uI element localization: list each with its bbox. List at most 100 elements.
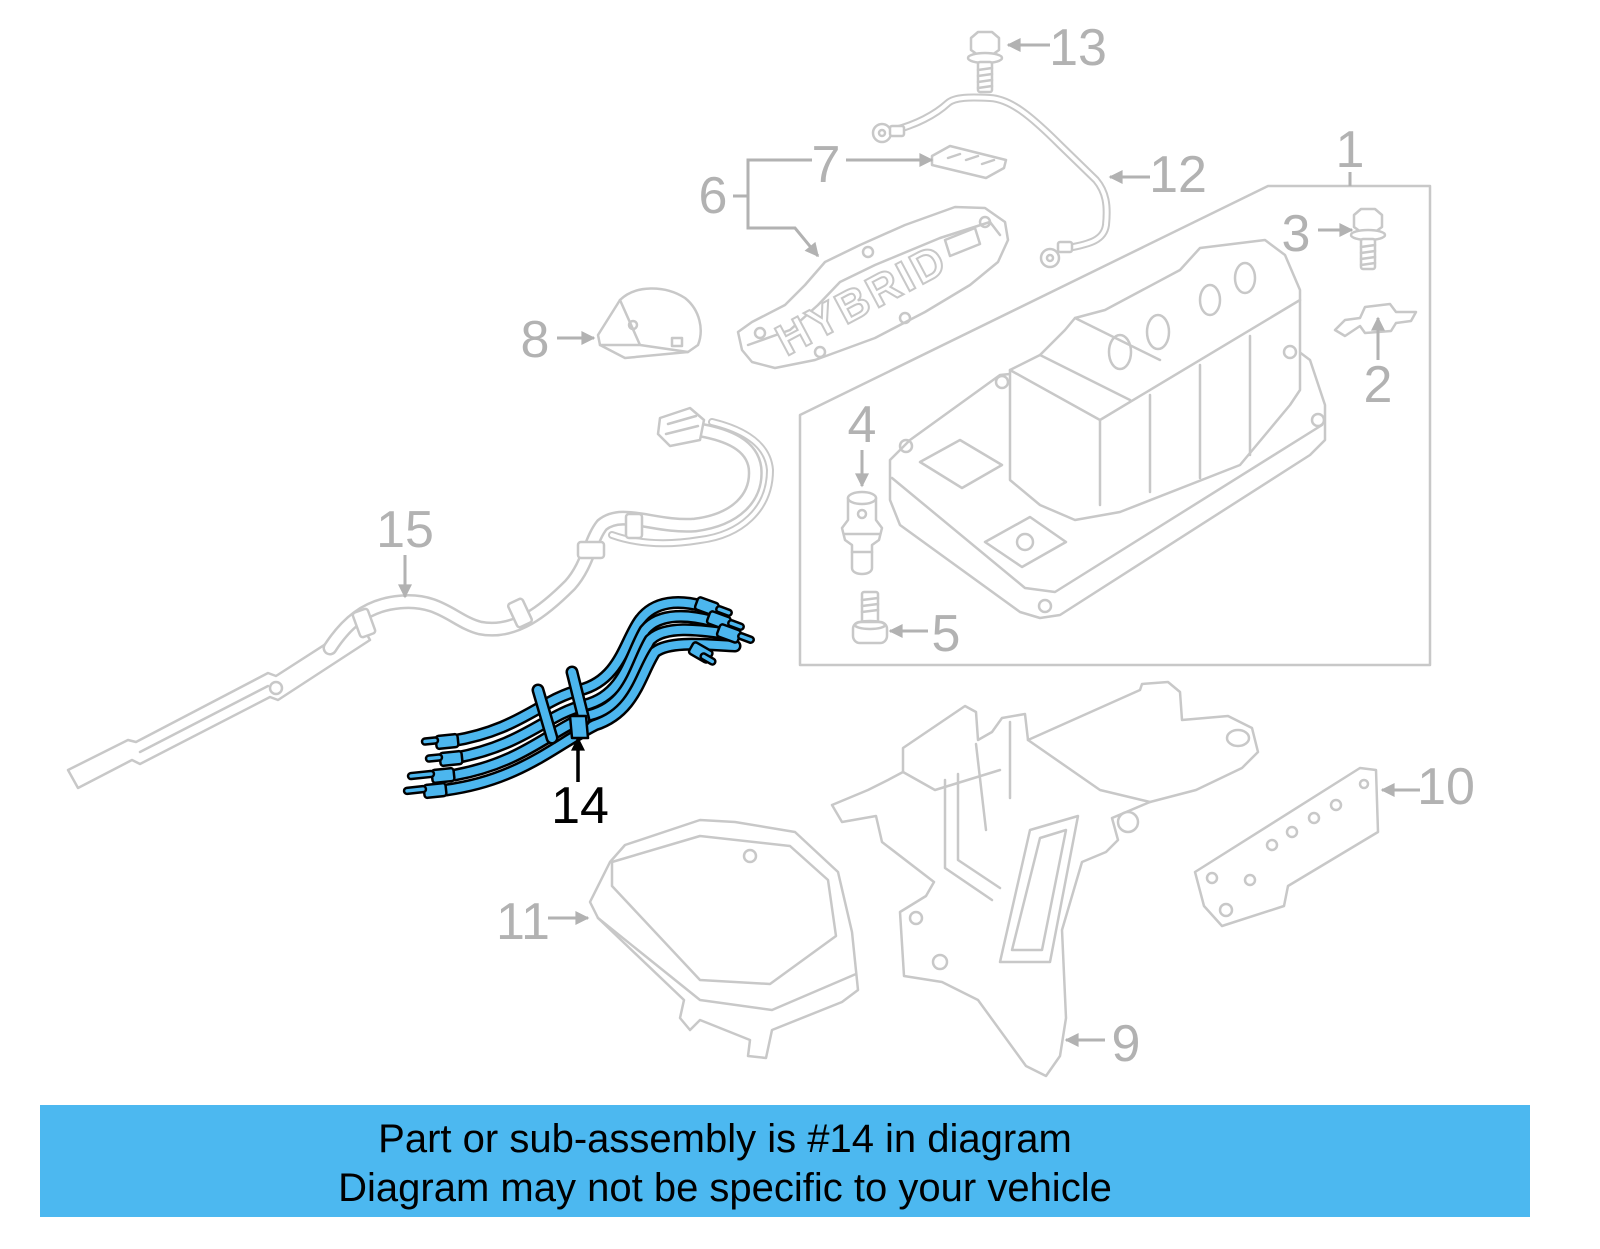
part-1-mount-hole-e (1037, 598, 1053, 614)
part-8-cap (596, 287, 702, 360)
part-1-upper-housing (1008, 238, 1302, 522)
callout-5: 5 (932, 605, 961, 663)
part-9-bracket-outline (830, 680, 1260, 1078)
part-13-bolt-threads (976, 66, 994, 90)
callout-15: 15 (376, 501, 434, 559)
callout-8: 8 (521, 311, 550, 369)
part-7-plate-details (946, 152, 996, 166)
banner-line-part-number: Part or sub-assembly is #14 in diagram (378, 1117, 1072, 1161)
callout-3: 3 (1282, 205, 1311, 263)
part-14-left-pin-b (424, 753, 444, 763)
part-14-cable-c (451, 625, 726, 779)
part-9-channel (943, 772, 1002, 902)
part-13-bolt-head (969, 30, 1001, 57)
part-14-cable-b (451, 612, 716, 762)
part-4-bushing-ring (843, 532, 881, 554)
callout-12: 12 (1149, 146, 1207, 204)
part-9-hole-c (931, 953, 949, 971)
banner-text: Part or sub-assembly is #14 in diagram D… (40, 1115, 1410, 1213)
part-8-cap-hole (627, 319, 639, 331)
part-15-cable-inner-b (610, 420, 772, 546)
part-5-bolt-shank (860, 590, 880, 626)
callout-1: 1 (1336, 121, 1365, 179)
part-14-highlighted-harness (402, 596, 755, 800)
part-10-hole-a (1358, 778, 1370, 790)
part-14-left-pin-c (406, 769, 436, 781)
part-15-clamp-b (506, 597, 534, 629)
part-12-cable-inner (893, 95, 1109, 250)
callout-14-highlighted: 14 (551, 777, 609, 835)
callout-10: 10 (1417, 758, 1475, 816)
callout-9: 9 (1112, 1015, 1141, 1073)
part-9-ribs (901, 720, 1152, 832)
part-1-housing-ribs (1008, 298, 1302, 507)
info-banner: Part or sub-assembly is #14 in diagram D… (40, 1105, 1530, 1217)
part-8-cap-edges (598, 298, 690, 354)
part-11-cover-hole (742, 848, 758, 864)
part-10-hole-h (1218, 902, 1234, 918)
part-1-mount-hole-a (898, 438, 914, 454)
part-5-bolt-head-top (853, 619, 887, 631)
part-15-connector-detail (664, 414, 700, 436)
part-14-right-pin-c (737, 632, 755, 644)
part-11-cover-top (610, 834, 838, 986)
part-1-base-rim (890, 423, 1324, 594)
part-1-port-c (1198, 283, 1222, 317)
part-15-clamp-c (576, 540, 606, 560)
part-4-bushing-hole (856, 508, 868, 520)
part-15-harness (66, 406, 774, 790)
part-12-ground-cable (871, 93, 1111, 269)
part-10-hole-g (1243, 873, 1257, 887)
part-12-ring-hole-a (877, 128, 887, 138)
part-12-ring-terminal-b (1039, 247, 1061, 269)
part-10-plate (1193, 766, 1380, 928)
part-12-ring-terminal-a (871, 122, 893, 144)
part-9-hole-b (1225, 728, 1251, 748)
callout-labels: 1 2 3 4 5 6 7 8 9 10 11 12 13 14 15 (376, 19, 1475, 1073)
part-6-bolt-hole-a (753, 326, 767, 340)
part-14-band-b (568, 668, 588, 724)
part-4-bushing-body (840, 496, 884, 576)
part-5-bolt-head (851, 620, 889, 645)
part-14-left-pin-a (420, 736, 440, 746)
part-6-hybrid-cover: HYBRID (736, 205, 1010, 370)
part-12-crimp-b (1056, 240, 1074, 254)
part-10-hole-f (1205, 871, 1219, 885)
part-1-port-d (1233, 261, 1257, 295)
part-6-bolt-hole-c (898, 311, 912, 325)
part-10-plate-outline (1193, 766, 1380, 928)
part-4-bushing-top (846, 490, 878, 506)
part-14-cable-a (448, 598, 706, 745)
callout-13: 13 (1049, 19, 1107, 77)
part-15-strip-slot (138, 684, 270, 754)
part-1-mount-hole-d (1310, 412, 1326, 428)
part-6-cover-outline (736, 205, 1010, 370)
part-8-cap-slot (670, 336, 684, 348)
part-14-left-pin-d (402, 784, 428, 796)
part-6-bolt-hole-e (861, 245, 875, 259)
banner-line-disclaimer: Diagram may not be specific to your vehi… (338, 1166, 1112, 1210)
part-6-cover-tab (943, 226, 982, 258)
part-1-mount-hole-b (994, 374, 1010, 390)
part-3-bolt-threads (1359, 243, 1377, 267)
part-11-cover-outline (588, 818, 860, 1060)
part-10-hole-e (1265, 838, 1279, 852)
part-11-cover-lip (596, 916, 858, 1012)
part-14-left-connector-c (430, 766, 456, 785)
callout-arrows (398, 38, 1420, 1047)
part-5-bolt-threads (860, 596, 880, 614)
part-2-bracket-outline (1333, 302, 1418, 338)
part-9-mount-bracket (830, 680, 1260, 1078)
part-12-crimp-a (888, 124, 906, 138)
part-1-mount-hole-c (1282, 344, 1298, 360)
part-2-bracket (1333, 302, 1418, 338)
part-15-clamp-a (351, 607, 377, 639)
part-3-bolt (1349, 207, 1387, 271)
part-6-bolt-hole-b (813, 345, 827, 359)
part-10-hole-c (1307, 811, 1321, 825)
part-15-clamp-d (624, 512, 644, 540)
part-5-bolt (851, 590, 889, 645)
callout-6: 6 (699, 167, 728, 225)
part-14-band-a (534, 686, 556, 742)
